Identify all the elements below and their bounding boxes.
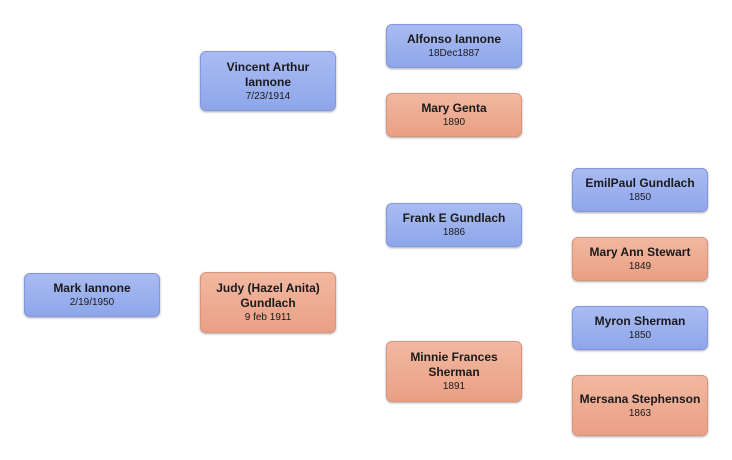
person-date: 2/19/1950	[69, 297, 115, 308]
person-card-mary-genta[interactable]: Mary Genta 1890	[386, 93, 522, 137]
person-name: EmilPaul Gundlach	[585, 176, 695, 190]
person-card-minnie-sherman[interactable]: Minnie Frances Sherman 1891	[386, 341, 522, 402]
person-card-mersana-stephenson[interactable]: Mersana Stephenson 1863	[572, 375, 708, 436]
person-date: 1886	[442, 227, 466, 238]
person-date: 1850	[628, 192, 652, 203]
person-date: 18Dec1887	[428, 48, 480, 59]
person-name: Vincent Arthur Iannone	[226, 59, 310, 89]
person-name: Mark Iannone	[53, 281, 131, 295]
person-date: 7/23/1914	[245, 90, 291, 102]
person-name: Frank E Gundlach	[402, 211, 506, 225]
person-name: Myron Sherman	[594, 314, 686, 328]
person-card-frank-gundlach[interactable]: Frank E Gundlach 1886	[386, 203, 522, 247]
person-name: Minnie Frances Sherman	[410, 350, 498, 379]
person-card-mary-ann-stewart[interactable]: Mary Ann Stewart 1849	[572, 237, 708, 281]
person-card-emilpaul-gundlach[interactable]: EmilPaul Gundlach 1850	[572, 168, 708, 212]
person-card-vincent-iannone[interactable]: Vincent Arthur Iannone 7/23/1914	[200, 51, 336, 111]
person-date: 9 feb 1911	[244, 312, 292, 323]
person-date: 1890	[442, 117, 466, 128]
person-date: 1863	[628, 407, 652, 419]
person-card-myron-sherman[interactable]: Myron Sherman 1850	[572, 306, 708, 350]
person-name: Mary Ann Stewart	[589, 245, 691, 259]
person-name: Judy (Hazel Anita) Gundlach	[216, 281, 320, 310]
person-name: Mary Genta	[421, 101, 487, 115]
person-card-alfonso-iannone[interactable]: Alfonso Iannone 18Dec1887	[386, 24, 522, 68]
person-name: Mersana Stephenson	[579, 391, 701, 406]
person-card-mark-iannone[interactable]: Mark Iannone 2/19/1950	[24, 273, 160, 317]
person-date: 1849	[628, 261, 652, 272]
person-name: Alfonso Iannone	[407, 32, 501, 46]
person-date: 1850	[628, 330, 652, 341]
person-card-judy-gundlach[interactable]: Judy (Hazel Anita) Gundlach 9 feb 1911	[200, 272, 336, 333]
person-date: 1891	[442, 381, 466, 392]
